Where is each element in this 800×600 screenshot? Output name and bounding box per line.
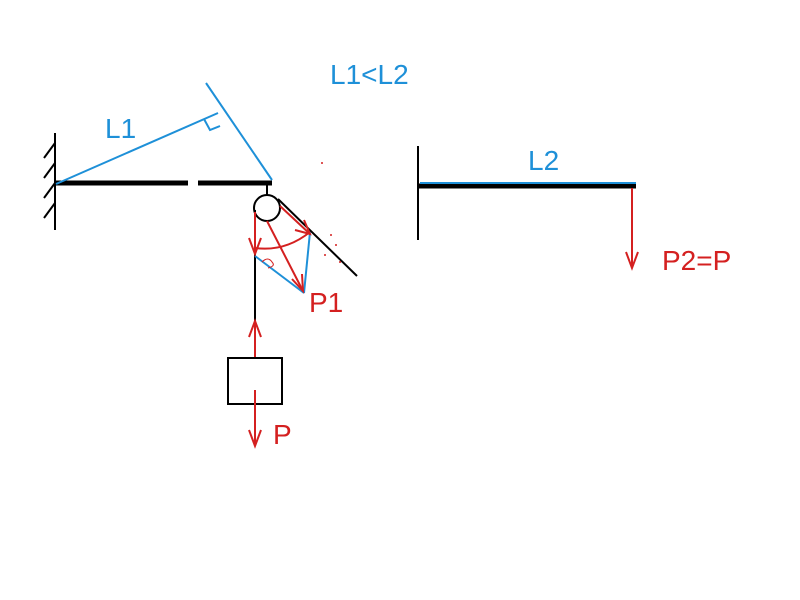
label-p: P — [273, 419, 292, 450]
label-p2: P2=P — [662, 245, 731, 276]
force-parallelogram — [254, 231, 311, 294]
alpha-mark — [261, 258, 274, 269]
angle-arc — [254, 231, 311, 250]
pulley — [253, 194, 281, 222]
label-comparison: L1<L2 — [330, 59, 409, 90]
stray-marks — [321, 162, 341, 263]
wall-support — [43, 133, 56, 230]
label-l1: L1 — [105, 113, 136, 144]
rope-inclined — [277, 198, 358, 277]
rope-tension-arrow — [248, 318, 262, 358]
label-l2: L2 — [528, 145, 559, 176]
force-arrow-p2 — [625, 188, 639, 271]
lever-arm-l1 — [55, 82, 273, 185]
label-p1: P1 — [309, 287, 343, 318]
right-angle-mark — [203, 118, 221, 132]
force-component-down — [248, 212, 262, 257]
force-resultant-p1 — [266, 220, 305, 294]
weight-arrow-p — [248, 390, 262, 449]
force-component-incline — [279, 205, 312, 236]
